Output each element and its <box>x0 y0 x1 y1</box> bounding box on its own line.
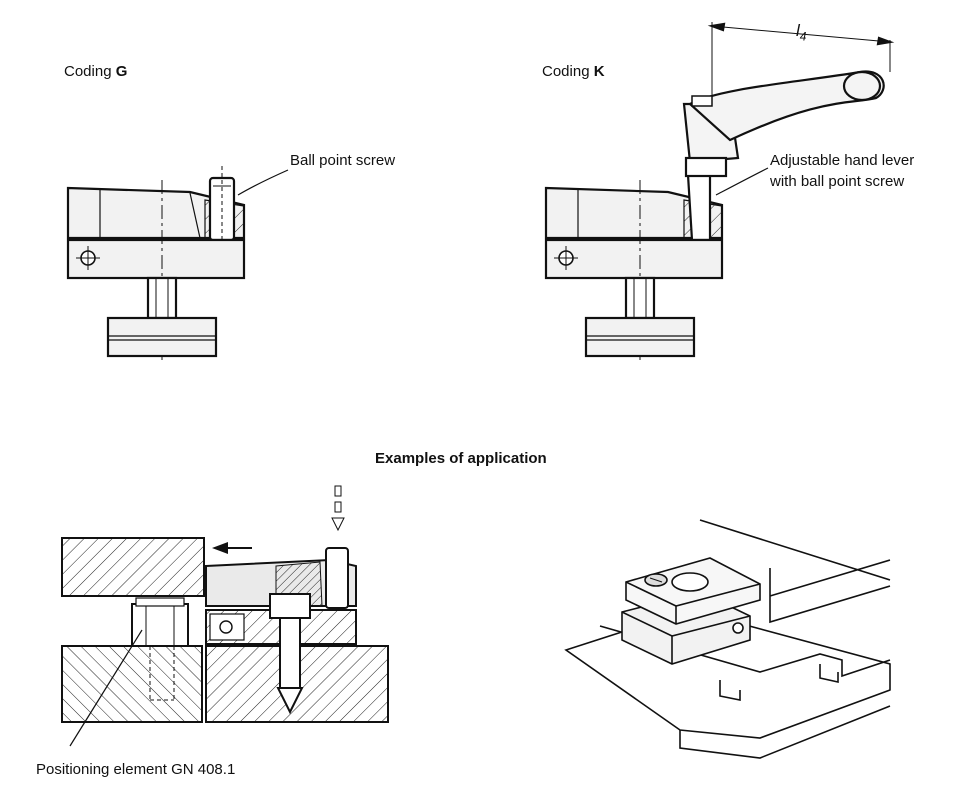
positioning-element-body <box>131 603 189 647</box>
dimension-l: l <box>796 21 800 40</box>
dimension-sub: 4 <box>799 29 807 44</box>
coding-g-foot <box>106 316 218 358</box>
application-screw <box>325 547 349 609</box>
coding-k-shaft <box>624 276 656 320</box>
coding-k-foot <box>584 316 696 358</box>
adjustable-lever-label-line2: with ball point screw <box>770 173 905 190</box>
adjustable-lever-label-line1: Adjustable hand lever <box>770 152 915 169</box>
coding-k-label: Coding K <box>542 63 605 81</box>
coding-g-label: Coding G <box>64 63 127 81</box>
base-plate-left <box>61 645 203 723</box>
coding-k-prefix: Coding <box>542 63 590 80</box>
bolt-shank <box>279 617 301 689</box>
coding-g-shaft <box>146 276 178 320</box>
coding-k-lever-arm <box>688 70 885 142</box>
application-isometric-figure <box>564 519 891 759</box>
section-title: Examples of application <box>375 450 547 467</box>
coding-k-base <box>544 238 724 280</box>
ball-point-screw-label: Ball point screw <box>290 152 396 169</box>
dimension-l4-label: l4 <box>796 22 806 45</box>
coding-k-lever-screw <box>686 173 712 242</box>
rail <box>699 519 891 624</box>
coding-k-letter: K <box>593 63 605 80</box>
coding-g-figure <box>66 166 289 360</box>
coding-g-letter: G <box>115 63 128 80</box>
coding-g-prefix: Coding <box>64 63 112 80</box>
workpiece <box>61 537 205 597</box>
coding-k-figure <box>544 22 895 360</box>
positioning-element-label: Positioning element GN 408.1 <box>36 761 236 778</box>
bolt-head <box>269 593 311 619</box>
application-section-figure <box>61 485 389 747</box>
